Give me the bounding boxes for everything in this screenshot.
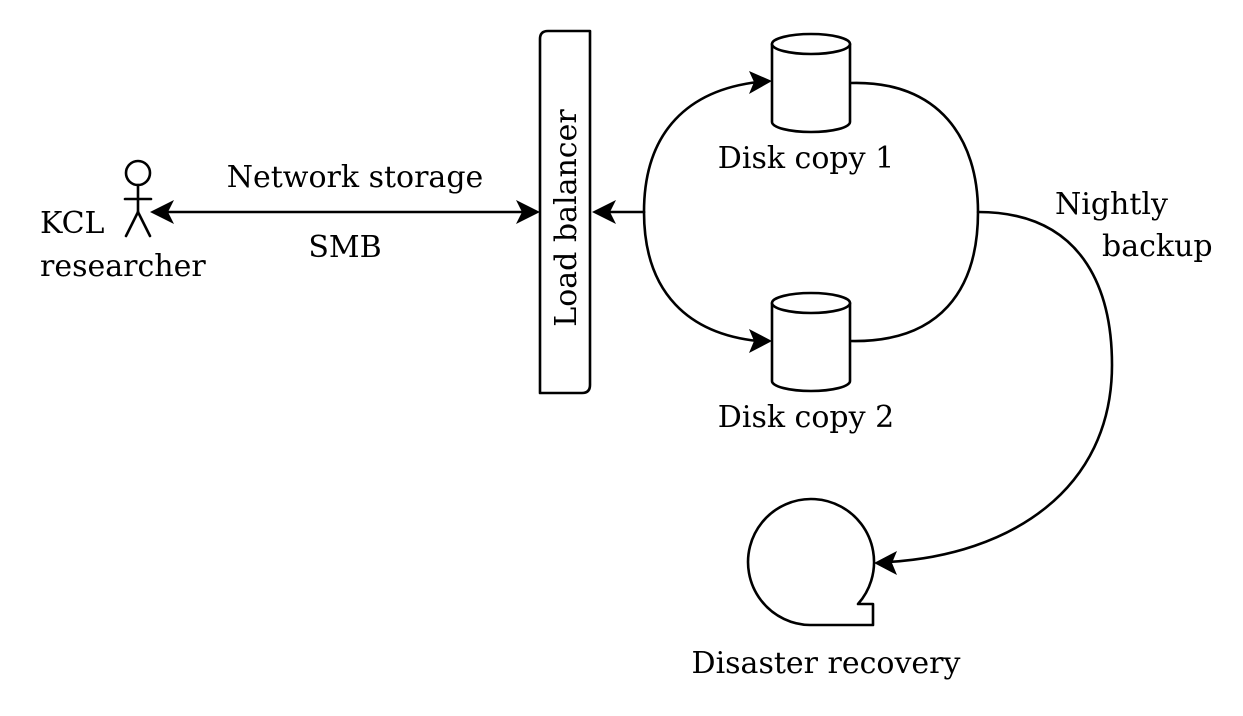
actor-name-line2: researcher: [40, 249, 206, 284]
arrowhead-left-icon: [150, 200, 174, 224]
researcher-actor-icon: [123, 159, 153, 238]
load-balancer-node: Load balancer: [538, 29, 592, 395]
actor-name-line1: KCL: [40, 206, 105, 241]
nightly-backup-line2: backup: [1102, 229, 1213, 264]
smb-label: SMB: [308, 230, 381, 265]
arrowhead-right-icon: [516, 200, 540, 224]
nightly-backup-connector: [874, 210, 1114, 575]
tape-storage-icon: [746, 497, 876, 627]
arrowhead-to-load-balancer-icon: [592, 200, 616, 224]
disk-copy-1-label: Disk copy 1: [718, 141, 894, 176]
network-storage-connector: [150, 200, 540, 224]
disk-copy-1-icon: [770, 32, 852, 134]
network-storage-label: Network storage: [227, 160, 484, 195]
arrowhead-to-disk1-icon: [749, 71, 772, 94]
arrowhead-to-disk2-icon: [749, 329, 772, 353]
disk-copy-2-label: Disk copy 2: [718, 400, 894, 435]
arrowhead-to-recovery-icon: [874, 551, 897, 575]
disk-copy-2-icon: [770, 291, 852, 393]
load-balancer-label: Load balancer: [549, 109, 584, 327]
nightly-backup-line1: Nightly: [1055, 187, 1168, 222]
disaster-recovery-label: Disaster recovery: [692, 646, 961, 681]
